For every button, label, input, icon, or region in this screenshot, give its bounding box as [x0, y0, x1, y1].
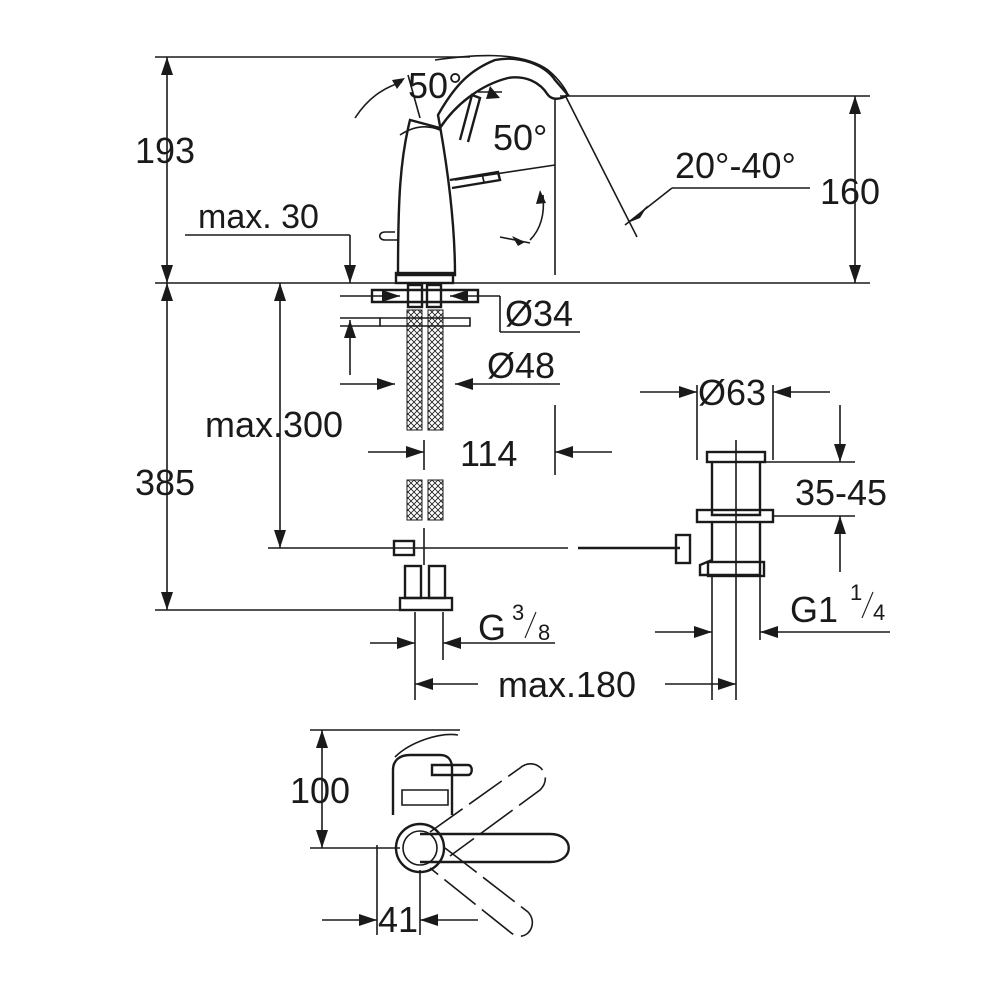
label-thread-waste-num: 1	[850, 580, 862, 605]
label-plug-range: 35-45	[795, 472, 887, 513]
faucet-side-view	[155, 54, 870, 285]
dim-height-total: 193	[135, 56, 470, 283]
label-distance-114: 114	[460, 433, 517, 474]
spout-angle-leader	[624, 187, 673, 226]
connector-left	[403, 564, 423, 600]
label-depth-below: 385	[135, 462, 195, 503]
faucet-base	[394, 271, 455, 285]
label-thread-waste-den: 4	[873, 600, 885, 625]
label-thread-supply: G	[478, 607, 506, 648]
label-thread-waste: G1	[790, 589, 838, 630]
top-view-body-inner	[402, 830, 438, 866]
mounting-assembly	[340, 283, 480, 660]
label-rod-length: max.180	[498, 664, 636, 705]
hose-fitting-right	[425, 283, 443, 309]
lift-rod	[268, 533, 692, 565]
body-shoulder	[399, 125, 441, 136]
faucet-body	[396, 57, 570, 277]
dim-depth-below: 385	[135, 283, 410, 611]
dim-thickness-max: max. 30	[185, 198, 356, 375]
label-hose-length: max.300	[205, 404, 343, 445]
label-top-view-depth: 100	[290, 770, 350, 811]
dim-thread-waste: G1 1 4	[655, 580, 890, 638]
connector-right	[427, 564, 447, 600]
top-view-lever-rotated-down	[429, 847, 534, 937]
label-height-spout: 160	[820, 171, 880, 212]
top-view-aerator	[401, 789, 449, 806]
dim-height-spout: 160	[560, 95, 880, 283]
dim-top-view-width: 41	[322, 845, 478, 940]
lever-arc-top	[354, 81, 403, 119]
label-hole-diameter: Ø34	[505, 293, 573, 334]
dim-hole-diameter: Ø34	[340, 290, 580, 334]
hose-left-lower	[406, 479, 423, 521]
dim-plug-range: 35-45	[765, 405, 887, 572]
hose-right-lower	[427, 479, 444, 521]
hose-left-upper	[406, 309, 423, 431]
label-lever-angle-side: 50°	[493, 117, 547, 158]
top-view-lever	[420, 832, 570, 864]
lever-axis-line	[454, 164, 556, 181]
hose-fitting-left	[406, 283, 424, 309]
waste-valve	[695, 440, 775, 700]
hose-right-upper	[427, 309, 444, 431]
mounting-plate	[370, 288, 480, 304]
dim-thread-supply: G 3 8	[370, 600, 555, 649]
label-thread-supply-den: 8	[538, 620, 550, 645]
waste-body-lower	[698, 522, 762, 577]
label-waste-diameter: Ø63	[698, 372, 766, 413]
dim-rod-length: max.180	[414, 660, 736, 705]
top-view-lever-stub	[430, 763, 473, 777]
faucet-top-view	[391, 733, 570, 937]
mounting-washer	[379, 317, 471, 327]
label-lever-angle-top: 50°	[408, 65, 462, 106]
label-spout-angle: 20°-40°	[675, 145, 796, 186]
lift-rod-knob	[378, 231, 398, 241]
top-view-spout	[391, 753, 454, 815]
lever-vertical	[458, 93, 482, 143]
label-thread-supply-num: 3	[512, 600, 524, 625]
rod-end-nut	[674, 533, 692, 565]
label-flange-diameter: Ø48	[487, 345, 555, 386]
top-view-spout-curve	[394, 733, 459, 758]
label-thickness-max: max. 30	[198, 198, 319, 236]
dim-top-view-depth: 100	[290, 729, 460, 849]
lever-ref-line	[407, 74, 421, 119]
top-view-lever-rotated-up	[429, 763, 547, 857]
dim-waste-diameter: Ø63	[640, 372, 830, 460]
label-top-view-width: 41	[378, 899, 418, 940]
connector-nut	[398, 596, 454, 612]
lever-tilted	[449, 170, 502, 190]
label-height-total: 193	[135, 130, 195, 171]
dim-distance-114: 114	[368, 405, 612, 475]
dim-flange-diameter: Ø48	[340, 345, 560, 390]
dim-hose-length: max.300	[205, 283, 343, 548]
spout-angle-line	[564, 94, 638, 238]
lever-arc-side-end	[499, 236, 531, 244]
